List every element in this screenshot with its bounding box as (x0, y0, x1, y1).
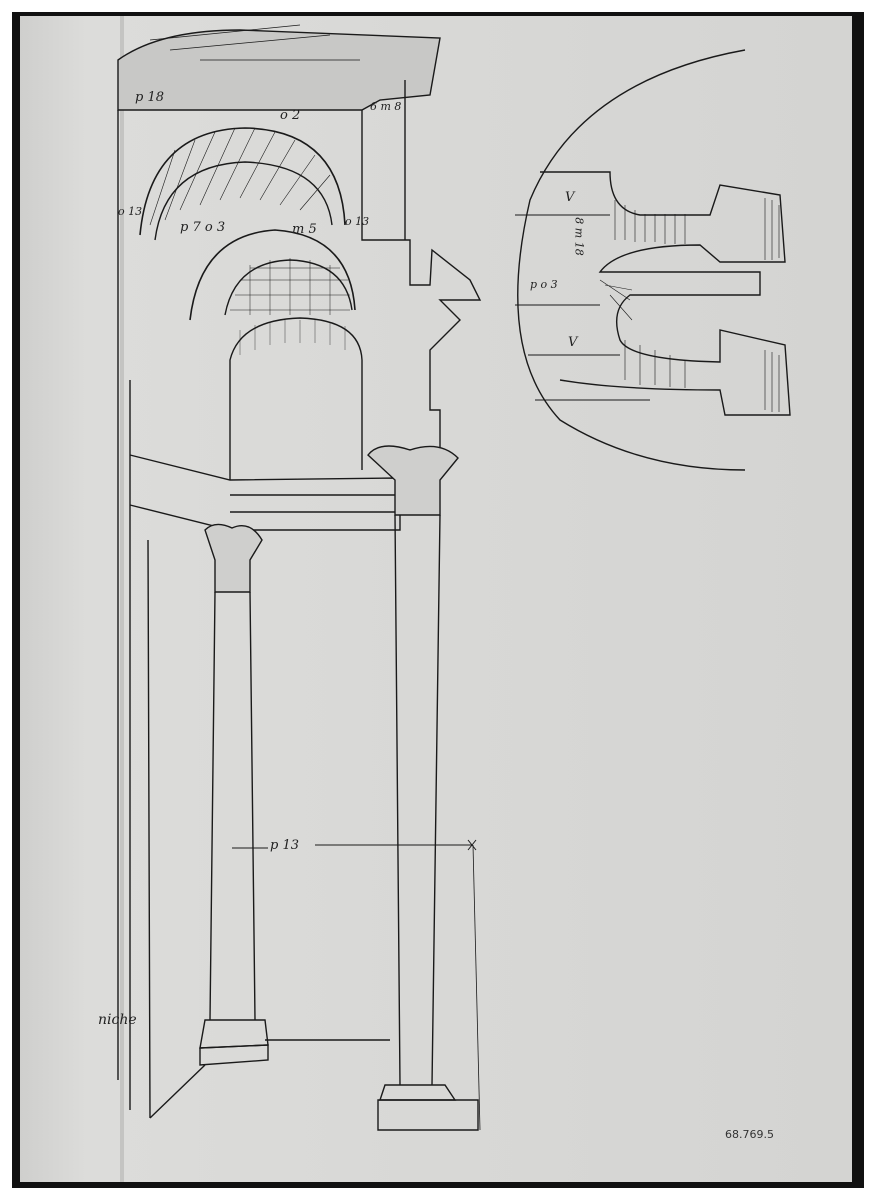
annotation-vault-right-small: o 13 (345, 215, 370, 228)
annotation-column-span: p 13 (270, 838, 299, 853)
annotation-plan-letter-top: V (565, 190, 575, 205)
annotation-vault-mid-right: m 5 (292, 222, 317, 237)
annotation-vault-mid: p 7 o 3 (180, 220, 226, 235)
annotation-vault-top-right: o 2 (280, 108, 301, 123)
annotation-plan-letter-bottom: V (568, 335, 578, 350)
paper-sheet (20, 16, 852, 1182)
annotation-vault-top-left: p 18 (135, 90, 164, 105)
catalog-number: 68.769.5 (725, 1128, 774, 1141)
annotation-vault-left-small: o 13 (118, 205, 143, 218)
paper-fold (120, 16, 124, 1182)
annotation-niche: niche (98, 1012, 137, 1028)
annotation-plan-height: 8 m 18 (572, 217, 586, 256)
annotation-plan-left: p o 3 (530, 278, 558, 291)
annotation-cornice-right: 6 m 8 (370, 100, 402, 113)
